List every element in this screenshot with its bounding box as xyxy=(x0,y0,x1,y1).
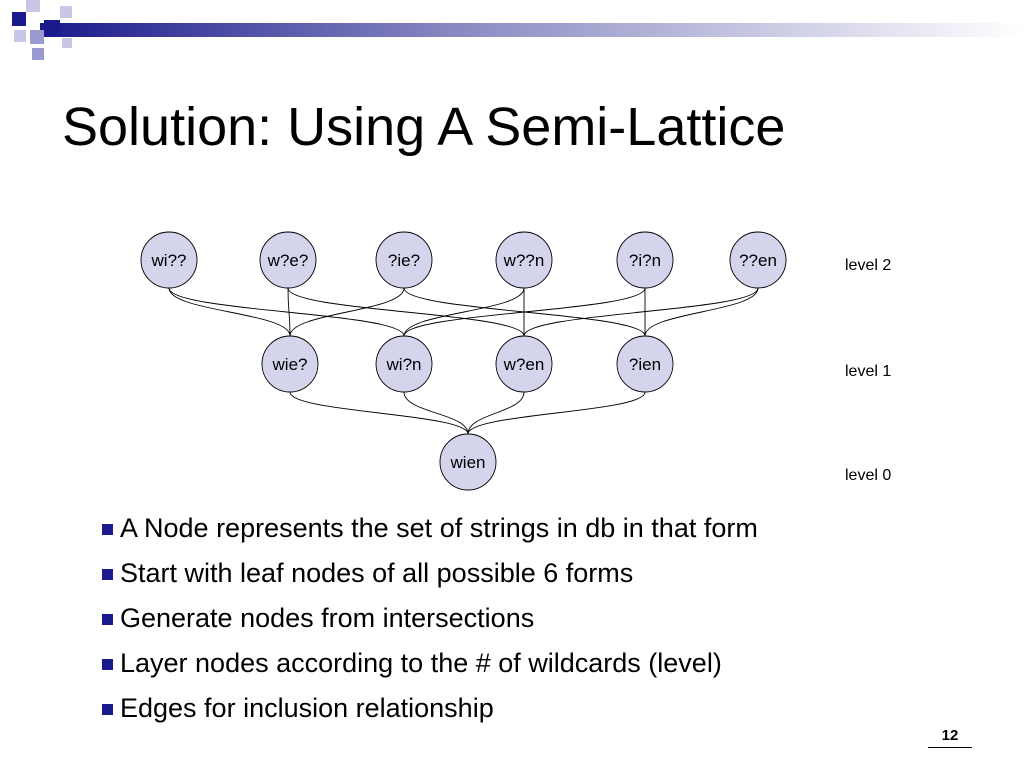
node-circle xyxy=(439,433,497,491)
node-circle xyxy=(261,335,319,393)
deco-square-light-1 xyxy=(26,0,40,12)
edge-n2e-n1b xyxy=(403,287,646,337)
node-label: wi?? xyxy=(151,251,187,270)
bullet-square-icon xyxy=(102,704,113,715)
node-circle xyxy=(259,231,317,289)
node-circle xyxy=(495,231,553,289)
bullet-text: A Node represents the set of strings in … xyxy=(120,513,758,543)
node-circle xyxy=(729,231,787,289)
bullet-item: Layer nodes according to the # of wildca… xyxy=(102,641,758,686)
edge-n2a-n1a xyxy=(168,287,291,337)
edge-n1a-n0a xyxy=(289,391,469,435)
header-decoration xyxy=(12,0,1024,60)
node-circle xyxy=(495,335,553,393)
lattice-node-n2b: w?e? xyxy=(259,231,317,289)
node-label: ?ien xyxy=(629,355,661,374)
level-label-0: level 0 xyxy=(845,467,891,484)
lattice-node-n2e: ?i?n xyxy=(616,231,674,289)
header-bar xyxy=(40,23,1024,37)
lattice-node-n1d: ?ien xyxy=(616,335,674,393)
bullet-square-icon xyxy=(102,569,113,580)
page-number-underline xyxy=(928,747,972,748)
node-circle xyxy=(140,231,198,289)
page-number: 12 xyxy=(941,727,959,744)
node-label: wie? xyxy=(272,355,308,374)
node-label: ?ie? xyxy=(388,251,420,270)
bullet-square-icon xyxy=(102,524,113,535)
deco-square-mid-1 xyxy=(30,30,44,44)
level-label-2: level 2 xyxy=(845,257,891,274)
lattice-node-n1c: w?en xyxy=(495,335,553,393)
node-circle xyxy=(616,335,674,393)
deco-square-light-4 xyxy=(62,38,72,48)
lattice-node-n1b: wi?n xyxy=(375,335,433,393)
edge-n2f-n1d xyxy=(644,287,759,337)
edge-n1c-n0a xyxy=(467,391,525,435)
node-label: ??en xyxy=(739,251,777,270)
node-circle xyxy=(616,231,674,289)
deco-square-dark-1 xyxy=(12,12,26,26)
lattice-node-n1a: wie? xyxy=(261,335,319,393)
lattice-node-n0a: wien xyxy=(439,433,497,491)
node-label: ?i?n xyxy=(629,251,661,270)
bullet-list: A Node represents the set of strings in … xyxy=(102,506,758,731)
level-label-1: level 1 xyxy=(845,363,891,380)
bullet-item: Generate nodes from intersections xyxy=(102,596,758,641)
bullet-item: Start with leaf nodes of all possible 6 … xyxy=(102,551,758,596)
edge-n2d-n1b xyxy=(403,287,525,337)
node-label: wien xyxy=(450,453,486,472)
node-circle xyxy=(375,231,433,289)
edge-n2b-n1a xyxy=(287,287,291,337)
bullet-square-icon xyxy=(102,659,113,670)
bullet-text: Generate nodes from intersections xyxy=(120,603,535,633)
deco-square-light-2 xyxy=(14,30,26,42)
lattice-node-n2f: ??en xyxy=(729,231,787,289)
lattice-node-n2d: w??n xyxy=(495,231,553,289)
node-label: w??n xyxy=(503,251,545,270)
edge-n1b-n0a xyxy=(403,391,469,435)
bullet-text: Layer nodes according to the # of wildca… xyxy=(120,648,722,678)
bullet-item: A Node represents the set of strings in … xyxy=(102,506,758,551)
edge-n2c-n1a xyxy=(289,287,405,337)
bullet-text: Edges for inclusion relationship xyxy=(120,693,494,723)
node-circle xyxy=(375,335,433,393)
edge-n1d-n0a xyxy=(467,391,646,435)
semi-lattice-diagram: wi?? w?e? ?ie? w??n ?i?n ??en wie? wi?n w?en ?ien… xyxy=(140,231,891,491)
node-label: w?e? xyxy=(267,251,309,270)
bullet-text: Start with leaf nodes of all possible 6 … xyxy=(120,558,634,588)
bullet-item: Edges for inclusion relationship xyxy=(102,686,758,731)
node-label: w?en xyxy=(503,355,545,374)
slide-title: Solution: Using A Semi-Lattice xyxy=(62,97,786,157)
edge-n2a-n1b xyxy=(168,287,405,337)
deco-square-mid-2 xyxy=(32,48,44,60)
lattice-node-n2c: ?ie? xyxy=(375,231,433,289)
bullet-square-icon xyxy=(102,614,113,625)
node-label: wi?n xyxy=(386,355,422,374)
edge-n2f-n1c xyxy=(523,287,759,337)
lattice-node-n2a: wi?? xyxy=(140,231,198,289)
edge-n2b-n1c xyxy=(287,287,525,337)
deco-square-light-3 xyxy=(60,6,72,18)
deco-square-dark-2 xyxy=(44,20,60,36)
